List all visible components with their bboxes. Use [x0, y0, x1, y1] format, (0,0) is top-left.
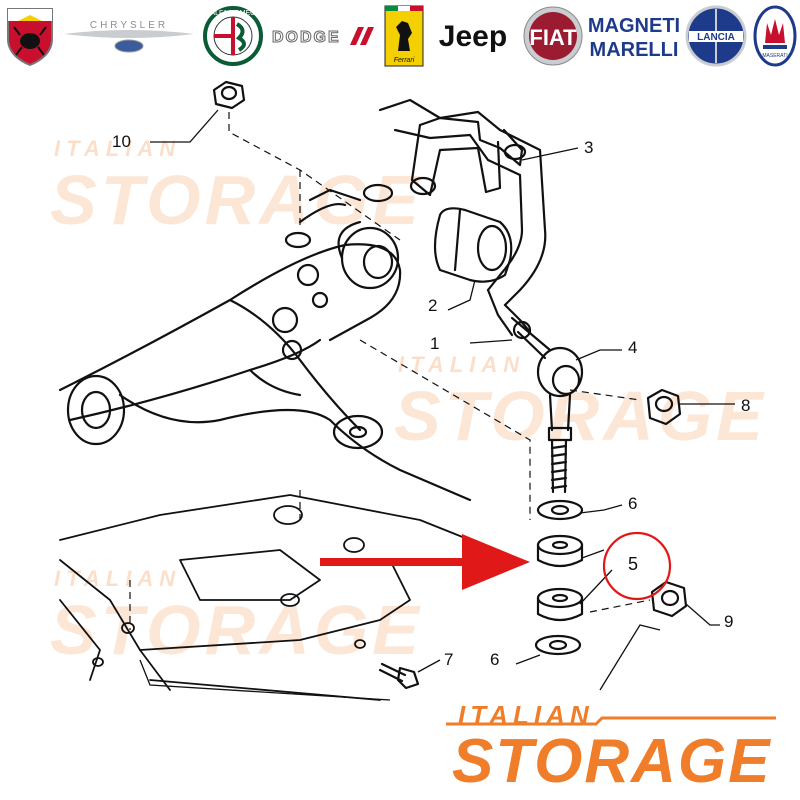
nut-8	[646, 388, 682, 426]
svg-text:DODGE: DODGE	[272, 29, 341, 46]
magneti-marelli-logo: MAGNETI MARELLI	[588, 4, 680, 68]
abarth-logo	[4, 4, 56, 68]
stabilizer-bushing	[433, 207, 513, 283]
fiat-logo: FIAT	[522, 4, 584, 68]
svg-text:FIAT: FIAT	[529, 25, 577, 50]
callout-4: 4	[628, 338, 638, 357]
brand-logo-bar: CHRYSLER ALFA ROMEO DODGE Ferrari Jeep	[0, 0, 800, 72]
rubber-bushing-upper	[536, 534, 584, 568]
callout-3: 3	[584, 138, 594, 157]
watermark-storage: STORAGE	[394, 377, 767, 455]
assembly-lines	[129, 112, 651, 630]
rubber-bushing-lower	[536, 587, 584, 622]
svg-text:ALFA ROMEO: ALFA ROMEO	[210, 10, 256, 17]
callout-7: 7	[444, 650, 454, 669]
svg-text:MASERATI: MASERATI	[762, 53, 787, 59]
watermark-italian: ITALIAN	[398, 352, 526, 377]
stabilizer-bar	[378, 98, 547, 337]
svg-text:CHRYSLER: CHRYSLER	[90, 20, 168, 31]
bolt-7	[378, 662, 420, 690]
svg-text:Jeep: Jeep	[439, 20, 507, 53]
footer-brand-rule	[446, 716, 776, 726]
highlight-circle	[602, 531, 672, 601]
callout-6-lower: 6	[490, 650, 500, 669]
callout-1: 1	[430, 334, 440, 353]
callout-10: 10	[112, 132, 131, 151]
svg-text:LANCIA: LANCIA	[697, 32, 735, 43]
leader-lines	[139, 109, 735, 701]
callout-9: 9	[724, 612, 734, 631]
chrysler-logo: CHRYSLER	[62, 4, 196, 68]
footer-brand-storage: STORAGE	[452, 727, 772, 796]
subframe-panel	[59, 494, 471, 701]
link-rod	[510, 316, 552, 360]
link-end-bushing	[536, 346, 584, 494]
dodge-logo: DODGE	[270, 4, 374, 68]
callout-5: 5	[628, 554, 639, 574]
ball-joint	[284, 183, 400, 290]
svg-text:MAGNETI: MAGNETI	[588, 15, 680, 37]
svg-text:MARELLI: MARELLI	[590, 39, 679, 61]
maserati-logo: MASERATI	[752, 4, 798, 68]
watermark-italian: ITALIAN	[54, 566, 182, 591]
watermark-italian: ITALIAN	[54, 136, 182, 161]
washer-lower	[534, 634, 582, 656]
callout-8: 8	[741, 396, 751, 415]
callout-6-upper: 6	[628, 494, 638, 513]
alfa-romeo-logo: ALFA ROMEO	[202, 4, 264, 68]
svg-text:Ferrari: Ferrari	[394, 57, 415, 64]
washer-upper	[536, 499, 584, 521]
nut-10	[212, 80, 246, 110]
callout-2: 2	[428, 296, 438, 315]
control-arm-outline	[58, 243, 472, 502]
nut-9	[650, 580, 688, 618]
highlight-arrow	[320, 534, 530, 590]
lancia-logo: LANCIA	[684, 4, 748, 68]
ferrari-logo: Ferrari	[384, 4, 424, 68]
jeep-logo: Jeep	[430, 4, 516, 68]
stabilizer-bracket	[409, 116, 527, 197]
